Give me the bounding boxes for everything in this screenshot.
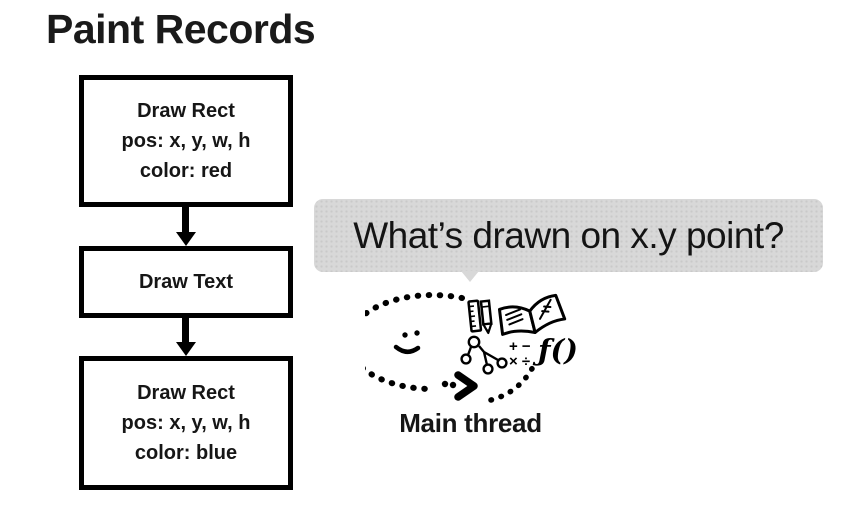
svg-text:+ −: + − (509, 338, 531, 355)
node-tree-icon (460, 335, 508, 375)
pencil-icon (479, 299, 493, 335)
chevron-arrow-icon (454, 371, 478, 401)
box-line: pos: x, y, w, h (121, 412, 251, 434)
math-symbols-icon: + − × ÷ (509, 338, 531, 370)
down-arrow-icon (182, 207, 189, 233)
box-line: Draw Rect (137, 100, 235, 122)
box-line: Draw Text (138, 271, 234, 293)
box-line: color: red (139, 160, 233, 182)
down-arrow-icon (176, 232, 196, 246)
speech-bubble: What’s drawn on x.y point? (314, 199, 823, 272)
down-arrow-icon (176, 342, 196, 356)
open-book-icon (497, 293, 567, 336)
dotted-loop-icon (449, 381, 457, 389)
page-title: Paint Records (46, 6, 316, 52)
speech-bubble-text: What’s drawn on x.y point? (353, 214, 784, 256)
paint-record-box-2: Draw Text (79, 246, 293, 318)
svg-text:× ÷: × ÷ (509, 353, 530, 370)
speech-bubble-tail-icon (461, 271, 479, 282)
dotted-loop-icon (365, 292, 465, 393)
box-line: Draw Rect (137, 382, 235, 404)
box-line: color: blue (134, 442, 238, 464)
dotted-loop-icon (441, 380, 449, 388)
down-arrow-icon (182, 318, 189, 343)
ruler-icon (467, 299, 483, 333)
main-thread-label: Main thread (399, 408, 542, 438)
main-thread-illustration: + − × ÷ ƒ() (365, 292, 578, 403)
paint-record-box-3: Draw Rect pos: x, y, w, h color: blue (79, 356, 293, 490)
paint-record-box-1: Draw Rect pos: x, y, w, h color: red (79, 75, 293, 207)
dotted-loop-icon (488, 360, 538, 403)
smiley-face-icon (393, 330, 421, 354)
box-line: pos: x, y, w, h (121, 130, 251, 152)
function-icon: ƒ() (532, 333, 578, 367)
